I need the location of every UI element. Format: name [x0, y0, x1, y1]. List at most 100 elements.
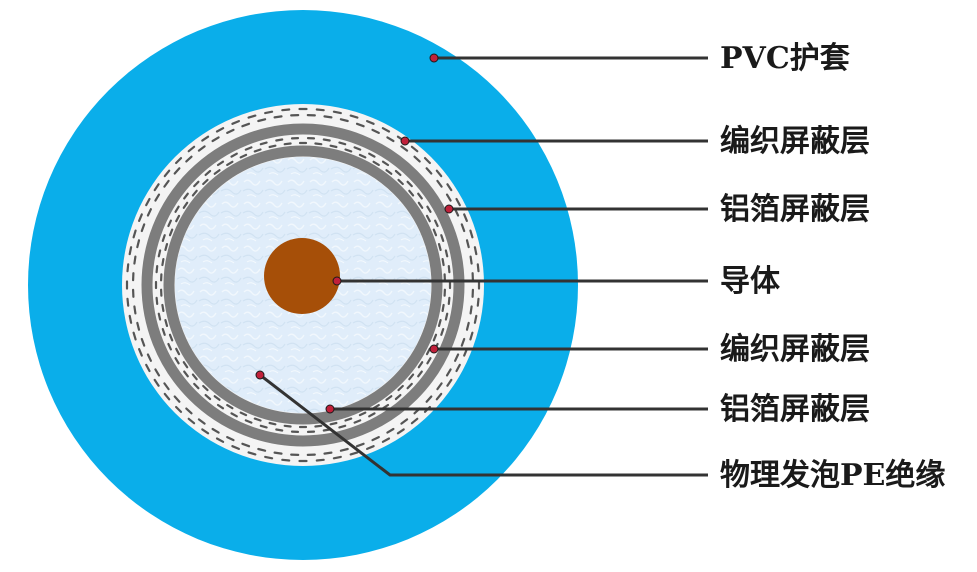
braid-strand — [163, 179, 170, 188]
braid-strand — [425, 167, 433, 175]
braid-strand — [447, 296, 451, 305]
braid-strand — [381, 127, 391, 133]
braid-strand — [244, 419, 253, 424]
braid-strand — [163, 392, 171, 401]
braid-strand — [275, 138, 284, 142]
braid-strand — [435, 169, 443, 178]
braid-strand — [371, 128, 380, 134]
braid-strand — [440, 234, 445, 242]
braid-strand — [358, 153, 367, 159]
braid-strand — [460, 223, 466, 233]
braid-strand — [273, 115, 283, 119]
braid-strand — [211, 136, 220, 143]
braid-strand — [168, 333, 174, 342]
braid-strand — [425, 347, 431, 356]
braid-strand — [368, 152, 376, 158]
braid-strand — [349, 114, 359, 119]
braid-strand — [273, 451, 283, 455]
marker-dot-conductor — [332, 276, 342, 286]
braid-strand — [268, 421, 277, 426]
braid-strand — [161, 303, 165, 312]
braid-strand — [161, 234, 166, 242]
braid-strand — [174, 205, 180, 213]
braid-strand — [140, 223, 146, 233]
braid-strand — [157, 312, 162, 321]
braid-strand — [344, 417, 353, 422]
braid-strand — [396, 428, 405, 435]
braid-strand — [445, 193, 452, 202]
braid-strand — [185, 155, 193, 163]
braid-strand — [175, 405, 183, 413]
braid-strand — [215, 437, 225, 443]
braid-strand — [417, 370, 423, 378]
braid-strand — [204, 169, 212, 176]
braid-strand — [226, 160, 234, 166]
braid-strand — [193, 382, 200, 390]
marker-dot-braid-inner — [429, 344, 439, 354]
braid-strand — [425, 395, 433, 403]
braid-strand — [423, 157, 431, 165]
braid-strand — [371, 436, 380, 442]
braid-strand — [385, 169, 393, 175]
braid-strand — [372, 160, 380, 166]
braid-strand — [247, 114, 257, 119]
label-foil-shield-outer: 铝箔屏蔽层 — [720, 192, 870, 227]
braid-strand — [211, 427, 220, 434]
braid-strand — [283, 142, 292, 146]
braid-strand — [426, 357, 432, 365]
braid-strand — [446, 378, 453, 387]
braid-strand — [126, 297, 130, 307]
label-pvc-jacket: PVC护套 — [720, 41, 850, 76]
braid-strand — [164, 319, 169, 327]
label-braid-shield-outer: 编织屏蔽层 — [720, 124, 870, 159]
braid-strand — [463, 213, 468, 222]
braid-strand — [394, 394, 402, 401]
braid-strand — [469, 331, 474, 341]
braid-strand — [469, 255, 473, 265]
braid-strand — [394, 169, 402, 176]
braid-strand — [197, 418, 206, 425]
braid-strand — [264, 455, 274, 460]
braid-strand — [473, 246, 478, 256]
braid-strand — [314, 424, 323, 428]
braid-strand — [138, 213, 143, 222]
braid-strand — [435, 392, 443, 401]
braid-strand — [264, 110, 274, 115]
braid-strand — [275, 428, 284, 432]
braid-strand — [476, 263, 480, 273]
braid-strand — [465, 321, 470, 331]
braid-strand — [432, 228, 438, 237]
braid-strand — [146, 353, 152, 362]
braid-strand — [145, 363, 151, 373]
braid-strand — [440, 328, 445, 336]
braid-strand — [182, 201, 189, 209]
marker-dot-braid-outer — [400, 136, 410, 146]
braid-strand — [408, 189, 415, 197]
braid-strand — [366, 445, 375, 450]
braid-strand — [161, 258, 165, 267]
braid-strand — [469, 229, 474, 239]
braid-strand — [444, 312, 449, 321]
braid-strand — [436, 382, 443, 391]
braid-strand — [434, 219, 439, 228]
foil-shield-inner — [163, 145, 443, 425]
label-foam-pe-insulation: 物理发泡PE绝缘 — [720, 458, 945, 493]
braid-strand — [410, 417, 419, 425]
braid-strand — [175, 214, 181, 223]
braid-strand — [216, 160, 225, 167]
braid-strand — [437, 243, 442, 251]
braid-strand — [197, 145, 206, 152]
braid-strand — [202, 384, 209, 392]
braid-strand — [257, 118, 267, 123]
braid-strand — [140, 337, 146, 347]
braid-strand — [323, 115, 333, 119]
braid-strand — [397, 178, 404, 186]
braid-strand — [355, 122, 365, 128]
braid-strand — [441, 303, 445, 312]
braid-strand — [355, 442, 365, 448]
braid-strand — [386, 136, 395, 143]
braid-strand — [426, 205, 432, 213]
braid-strand — [173, 167, 181, 175]
braid-strand — [163, 169, 171, 178]
